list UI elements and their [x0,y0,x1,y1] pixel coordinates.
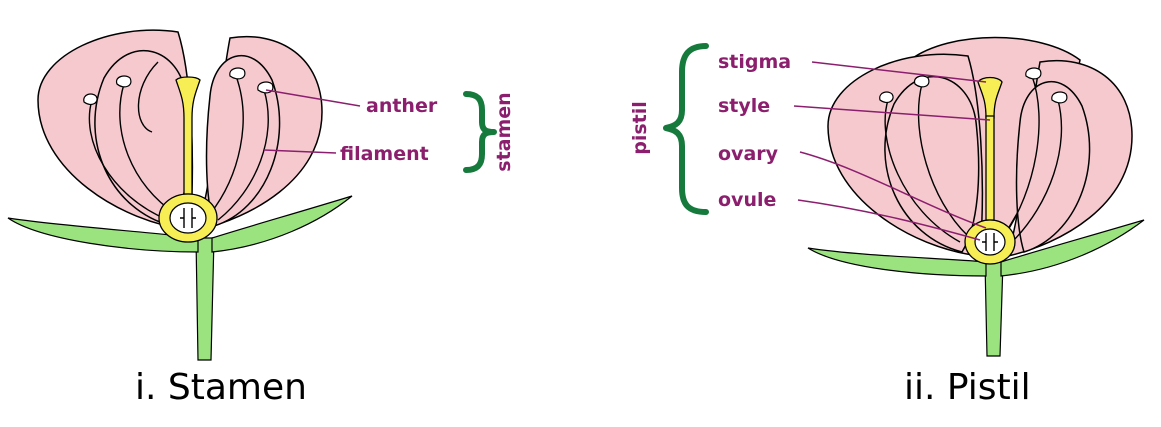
stigma [977,76,1003,119]
pistil-group-label: pistil [629,101,651,155]
anther-2 [913,75,930,88]
petal-inner-right [1015,80,1091,253]
stamen-caption: i. Stamen [135,367,307,408]
left-leaf [7,217,199,253]
left-leaf [807,247,987,277]
filament-1 [88,99,169,221]
anther-1 [879,91,894,104]
petal-inner-left [884,75,980,253]
filament-4 [1011,99,1063,243]
stigma-label: stigma [718,51,791,73]
filament-label: filament [340,143,429,165]
petal-inner-right [205,54,281,227]
right-leaf [1000,219,1145,277]
anther-2 [115,75,132,88]
ovule-leader-line [797,199,981,241]
stamen-flower-illustration [7,29,353,361]
anther-3 [1025,67,1042,80]
stigma-leader-line [811,61,987,83]
anther-3 [229,67,246,80]
ovule-chamber [974,228,1006,256]
anther-label: anther [366,95,438,117]
pistil-style [175,76,201,195]
pistil-brace [663,43,709,215]
filament-3 [1003,75,1040,237]
filament-leader-line [263,149,337,154]
ovule-chamber [169,202,207,234]
ovary-label: ovary [718,143,779,165]
anther-1 [83,93,98,106]
filament-2 [917,83,969,237]
right-leaf [211,195,353,253]
style [985,115,995,221]
filament-4 [217,89,269,221]
anther-4 [1051,91,1068,104]
ovule-marks [180,208,196,228]
pistil-flower-illustration [807,36,1145,357]
stamen-group-label: stamen [493,92,515,171]
style-leader-line [793,105,991,121]
stamen-brace [463,91,497,173]
anther-leader-line [265,89,361,107]
ovule-label: ovule [718,189,776,211]
filament-3 [209,75,244,215]
stem [195,237,215,361]
petal-fold-line [137,61,159,133]
stem [984,261,1004,357]
filament-2 [119,83,177,215]
ovule-marks [982,233,998,251]
style-label: style [718,95,770,117]
ovary-leader-line [799,151,987,229]
pistil-caption: ii. Pistil [904,367,1031,408]
